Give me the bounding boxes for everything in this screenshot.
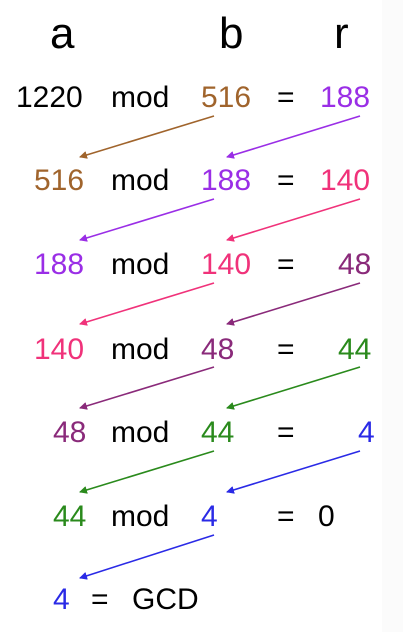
row1-b: 516 xyxy=(201,81,252,114)
row5-r: 4 xyxy=(358,416,375,449)
row6-mod: mod xyxy=(111,500,170,533)
header-a: a xyxy=(50,9,75,58)
arrow-r5-to-b6 xyxy=(226,450,361,494)
header-r: r xyxy=(334,9,349,58)
arrow-b2-to-a3 xyxy=(79,198,215,242)
arrow-b3-to-a4 xyxy=(79,282,215,326)
row6-a: 44 xyxy=(53,500,87,533)
row5-a: 48 xyxy=(53,416,87,449)
header-b: b xyxy=(219,9,244,58)
row6-r: 0 xyxy=(318,500,335,533)
arrow-r3-to-b4 xyxy=(226,282,361,326)
row1-a: 1220 xyxy=(16,81,83,114)
row5-eq: = xyxy=(277,416,295,449)
row2-b: 188 xyxy=(201,164,252,197)
row4-mod: mod xyxy=(111,333,170,366)
row4-eq: = xyxy=(277,333,295,366)
final-gcd-label: GCD xyxy=(132,583,199,616)
row3-mod: mod xyxy=(111,248,170,281)
final-eq: = xyxy=(91,583,109,616)
arrow-r4-to-b5 xyxy=(226,366,361,410)
right-edge-shade xyxy=(382,0,403,632)
arrow-r1-to-b2 xyxy=(226,115,361,159)
row3-a: 188 xyxy=(34,248,85,281)
final-a: 4 xyxy=(53,583,70,616)
row2-a: 516 xyxy=(34,164,85,197)
row1-r: 188 xyxy=(320,81,371,114)
arrow-b5-to-a6 xyxy=(79,450,215,494)
row5-b: 44 xyxy=(201,416,235,449)
arrow-b6-to-final xyxy=(79,534,215,580)
row5-mod: mod xyxy=(111,416,170,449)
row2-mod: mod xyxy=(111,164,170,197)
row6-eq: = xyxy=(277,500,295,533)
row1-eq: = xyxy=(277,81,295,114)
row3-eq: = xyxy=(277,248,295,281)
row3-b: 140 xyxy=(201,248,252,281)
row4-r: 44 xyxy=(338,333,372,366)
row2-eq: = xyxy=(277,164,295,197)
row4-b: 48 xyxy=(201,333,235,366)
arrow-r2-to-b3 xyxy=(226,198,361,242)
arrow-b1-to-a2 xyxy=(79,115,215,159)
row1-mod: mod xyxy=(111,81,170,114)
row6-b: 4 xyxy=(201,500,218,533)
row3-r: 48 xyxy=(338,248,372,281)
row4-a: 140 xyxy=(34,333,85,366)
row2-r: 140 xyxy=(320,164,371,197)
arrow-b4-to-a5 xyxy=(79,366,215,410)
